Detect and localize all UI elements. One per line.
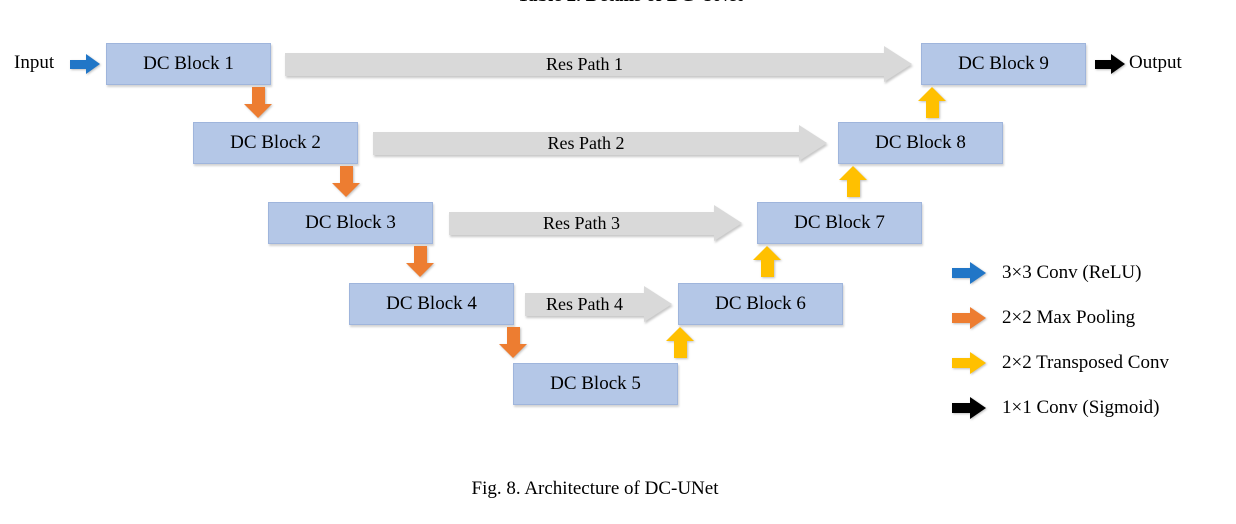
arrow-head — [666, 327, 694, 341]
max-pool-arrow-icon-3-4 — [406, 246, 434, 277]
res-path-4-label: Res Path 4 — [525, 292, 644, 316]
arrow-tail — [1095, 59, 1111, 69]
dc-block-9: DC Block 9 — [921, 43, 1086, 85]
output-conv-arrow-icon — [952, 396, 986, 419]
arrow-head — [86, 54, 100, 74]
transposed-conv-arrow-icon-7-8 — [839, 166, 867, 197]
arrow-head — [244, 104, 272, 118]
input-conv-arrow-icon — [70, 54, 100, 74]
arrow-head — [839, 166, 867, 180]
arrow-head — [499, 344, 527, 358]
res-path-2-label: Res Path 2 — [373, 131, 799, 155]
transposed-conv-arrow-icon-8-9 — [918, 87, 946, 118]
legend-label-max-pooling: 2×2 Max Pooling — [1002, 306, 1136, 328]
arrow-head — [970, 306, 986, 329]
clipped-table-caption: Table 2. Details of DC-UNet — [517, 0, 743, 7]
arrow-tail — [70, 59, 86, 69]
res-path-1-label: Res Path 1 — [285, 52, 884, 76]
legend-item-transposed-conv: 2×2 Transposed Conv — [952, 340, 1169, 385]
figure-caption: Fig. 8. Architecture of DC-UNet — [471, 478, 719, 499]
res-path-arrow-head — [884, 46, 912, 82]
arrow-head — [918, 87, 946, 101]
arrow-tail — [760, 260, 774, 277]
res-path-3-label: Res Path 3 — [449, 211, 714, 235]
arrow-tail — [952, 312, 970, 323]
transposed-conv-arrow-icon — [952, 351, 986, 374]
arrow-head — [332, 183, 360, 197]
arrow-tail — [952, 402, 970, 413]
arrow-tail — [952, 267, 970, 278]
dc-block-7: DC Block 7 — [757, 202, 922, 244]
arrow-head — [970, 261, 986, 284]
dc-block-1: DC Block 1 — [106, 43, 271, 85]
arrow-head — [1111, 54, 1125, 74]
transposed-conv-arrow-icon-5-6 — [666, 327, 694, 358]
dc-block-2: DC Block 2 — [193, 122, 358, 164]
dc-block-6: DC Block 6 — [678, 283, 843, 325]
arrow-head — [753, 246, 781, 260]
legend-label-conv: 3×3 Conv (ReLU) — [1002, 261, 1142, 283]
max-pool-arrow-icon — [952, 306, 986, 329]
max-pool-arrow-icon-2-3 — [332, 166, 360, 197]
legend-item-output-conv: 1×1 Conv (Sigmoid) — [952, 385, 1169, 430]
res-path-2-arrow: Res Path 2 — [373, 125, 827, 161]
arrow-tail — [251, 87, 265, 104]
legend: 3×3 Conv (ReLU) 2×2 Max Pooling 2×2 Tran… — [952, 250, 1169, 430]
max-pool-arrow-icon-1-2 — [244, 87, 272, 118]
legend-label-transposed-conv: 2×2 Transposed Conv — [1002, 351, 1169, 373]
arrow-tail — [846, 180, 860, 197]
res-path-3-arrow: Res Path 3 — [449, 205, 742, 241]
arrow-tail — [339, 166, 353, 183]
max-pool-arrow-icon-4-5 — [499, 327, 527, 358]
dc-block-8: DC Block 8 — [838, 122, 1003, 164]
arrow-tail — [925, 101, 939, 118]
input-label: Input — [14, 52, 55, 73]
conv-arrow-icon — [952, 261, 986, 284]
output-label: Output — [1129, 52, 1182, 73]
arrow-tail — [413, 246, 427, 263]
arrow-head — [970, 351, 986, 374]
res-path-arrow-head — [714, 205, 742, 241]
output-conv-arrow-icon — [1095, 54, 1125, 74]
res-path-arrow-head — [644, 286, 672, 322]
legend-label-output-conv: 1×1 Conv (Sigmoid) — [1002, 396, 1160, 418]
arrow-head — [970, 396, 986, 419]
dc-block-5: DC Block 5 — [513, 363, 678, 405]
res-path-arrow-head — [799, 125, 827, 161]
transposed-conv-arrow-icon-6-7 — [753, 246, 781, 277]
arrow-tail — [952, 357, 970, 368]
arrow-tail — [506, 327, 520, 344]
dc-block-3: DC Block 3 — [268, 202, 433, 244]
res-path-4-arrow: Res Path 4 — [525, 286, 672, 322]
arrow-head — [406, 263, 434, 277]
legend-item-conv: 3×3 Conv (ReLU) — [952, 250, 1169, 295]
legend-item-max-pooling: 2×2 Max Pooling — [952, 295, 1169, 340]
dc-block-4: DC Block 4 — [349, 283, 514, 325]
res-path-1-arrow: Res Path 1 — [285, 46, 912, 82]
arrow-tail — [673, 341, 687, 358]
